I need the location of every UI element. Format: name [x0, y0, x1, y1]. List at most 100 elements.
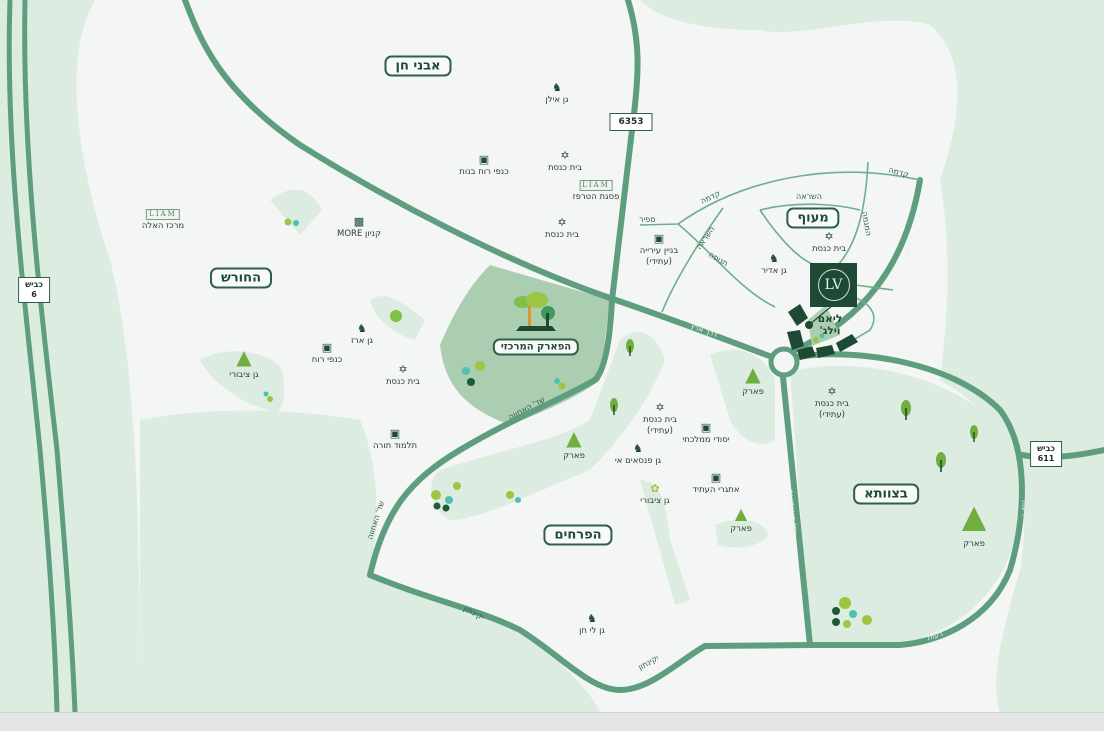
poi-synagogue[interactable]: ✡בית כנסת	[386, 364, 420, 388]
road-number: 611	[1037, 454, 1055, 463]
poi-label: גן ציבורי	[640, 496, 670, 506]
poi-label: בניין עירייה	[639, 246, 679, 256]
street-hashraa: השראה	[796, 192, 822, 201]
poi-label: מרכז האלה	[141, 221, 185, 231]
poi-school[interactable]: ▣יסודי ממלכתי	[682, 422, 729, 446]
poi-public-garden[interactable]: ▲גן ציבורי	[229, 345, 258, 381]
poi-synagogue[interactable]: ✡בית כנסת	[545, 217, 579, 241]
street-kadma: קדמה	[887, 165, 910, 179]
tree-icon: ▲	[745, 362, 761, 386]
neighborhood-meof[interactable]: מעוף	[786, 207, 840, 229]
liam-village-buildings[interactable]	[787, 304, 858, 360]
poi-label: פארק	[563, 451, 585, 461]
poi-label: תלמוד תורה	[372, 441, 418, 451]
kindergarten-icon: ♞	[587, 612, 597, 625]
poi-park[interactable]: ▲פארק	[563, 426, 585, 462]
flower-icon: ✿	[650, 482, 660, 495]
poi-label: אתגרי העתיד	[692, 485, 740, 495]
school-icon: ▣	[321, 341, 333, 354]
poi-kindergarten[interactable]: ♞גן פנסאים אי	[615, 443, 661, 467]
neighborhood-map[interactable]: דרך ארץ דרך ארץ דרך ארץ שד' האחווה שד' ה…	[0, 0, 1104, 712]
poi-label: כנפי רוח בנות	[459, 167, 509, 177]
kindergarten-icon: ♞	[357, 322, 367, 335]
neighborhood-central-park[interactable]: הפארק המרכזי	[492, 338, 580, 356]
poi-label: בית כנסת	[385, 377, 421, 387]
road-sign-6353: 6353	[609, 113, 653, 131]
poi-park[interactable]: ▲פארק	[730, 505, 752, 535]
roundabout	[768, 346, 800, 378]
neighborhood-hachoresh[interactable]: החורש	[209, 267, 273, 289]
poi-label: קניון MORE	[337, 229, 381, 239]
kindergarten-icon: ♞	[769, 252, 779, 265]
street-derech-eretz: דרך ארץ	[689, 321, 718, 339]
bottom-scrollbar-area	[0, 712, 1104, 731]
tree-icon: ▲	[566, 426, 582, 450]
poi-park[interactable]: ▲פארק	[742, 362, 764, 398]
poi-synagogue[interactable]: ✡בית כנסת(עתידי)	[643, 402, 677, 437]
poi-label: כנפי רוח	[311, 355, 343, 365]
synagogue-icon: ✡	[560, 149, 570, 162]
lv-monogram: LV	[817, 269, 850, 301]
poi-school[interactable]: ▣תלמוד תורה	[373, 428, 417, 452]
poi-kindergarten[interactable]: ♞גן לי חן	[579, 613, 605, 637]
poi-school[interactable]: ▣כנפי רוח	[312, 342, 342, 366]
neighborhood-avnei-chen[interactable]: אבני חן	[384, 55, 452, 77]
poi-label: גן אילן	[545, 95, 569, 105]
meof-streets	[639, 161, 921, 346]
poi-mall[interactable]: ▩קניון MORE	[337, 216, 381, 240]
poi-label: גן פנסאים אי	[614, 456, 662, 466]
shopping-bag-icon: ▩	[353, 215, 365, 228]
poi-kindergarten[interactable]: ♞גן אילן	[545, 82, 568, 106]
neighborhood-haprachim[interactable]: הפרחים	[543, 524, 613, 546]
poi-label: פארק	[730, 524, 752, 534]
poi-school[interactable]: ▣אתגרי העתיד	[692, 472, 739, 496]
map-base: דרך ארץ דרך ארץ דרך ארץ שד' האחווה שד' ה…	[0, 0, 1104, 712]
tree-icon: ▲	[734, 504, 748, 523]
synagogue-icon: ✡	[557, 216, 567, 229]
school-icon: ▣	[700, 421, 712, 434]
street-hashraa: השראה	[694, 225, 716, 251]
poi-synagogue[interactable]: ✡בית כנסת	[812, 231, 846, 255]
street-reut: רעות	[1020, 500, 1030, 516]
poi-kindergarten[interactable]: ♞גן אדיר	[761, 253, 787, 277]
synagogue-icon: ✡	[398, 363, 408, 376]
school-icon: ▣	[710, 471, 722, 484]
central-park-trees-icon	[514, 292, 556, 331]
poi-public-garden[interactable]: ✿גן ציבורי	[640, 483, 669, 507]
road-sign-label: כביש	[25, 280, 43, 289]
street-tnufa: תנופה	[707, 250, 730, 268]
poi-park[interactable]: ▲פארק	[962, 494, 987, 550]
street-hamegama: המגמה	[860, 211, 873, 237]
school-icon: ▣	[389, 427, 401, 440]
flower-decorations	[263, 218, 872, 628]
road-number: 6353	[618, 117, 644, 127]
poi-synagogue[interactable]: ✡בית כנסת	[548, 150, 582, 174]
neighborhood-betzavta[interactable]: בצוותא	[853, 483, 919, 505]
poi-kindergarten[interactable]: ♞גן ארז	[351, 323, 373, 347]
poi-label: בית כנסת	[814, 399, 850, 409]
synagogue-icon: ✡	[824, 230, 834, 243]
poi-school[interactable]: ▣כנפי רוח בנות	[459, 154, 508, 178]
street-sapir: ספיר	[639, 215, 656, 224]
poi-label: גן לי חן	[579, 626, 605, 636]
poi-label: גן ארז	[351, 336, 373, 346]
poi-label: בית כנסת	[811, 244, 847, 254]
poi-label: פארק	[742, 387, 764, 397]
school-icon: ▣	[478, 153, 490, 166]
street-reut: רעות	[926, 629, 944, 642]
poi-label: גן ציבורי	[229, 370, 259, 380]
poi-synagogue[interactable]: ✡בית כנסת(עתידי)	[815, 386, 849, 421]
poi-label: בית כנסת	[547, 163, 583, 173]
green-areas	[0, 0, 1104, 712]
poi-label: בית כנסת	[544, 230, 580, 240]
poi-city-hall[interactable]: ▣בניין עירייה(עתידי)	[640, 233, 679, 268]
liam-logo: LIAM	[579, 180, 613, 191]
liam-logo: LIAM	[146, 209, 180, 220]
liam-village-logo[interactable]: LV	[810, 263, 857, 307]
poi-label: פסגת הטרפז	[572, 192, 620, 202]
